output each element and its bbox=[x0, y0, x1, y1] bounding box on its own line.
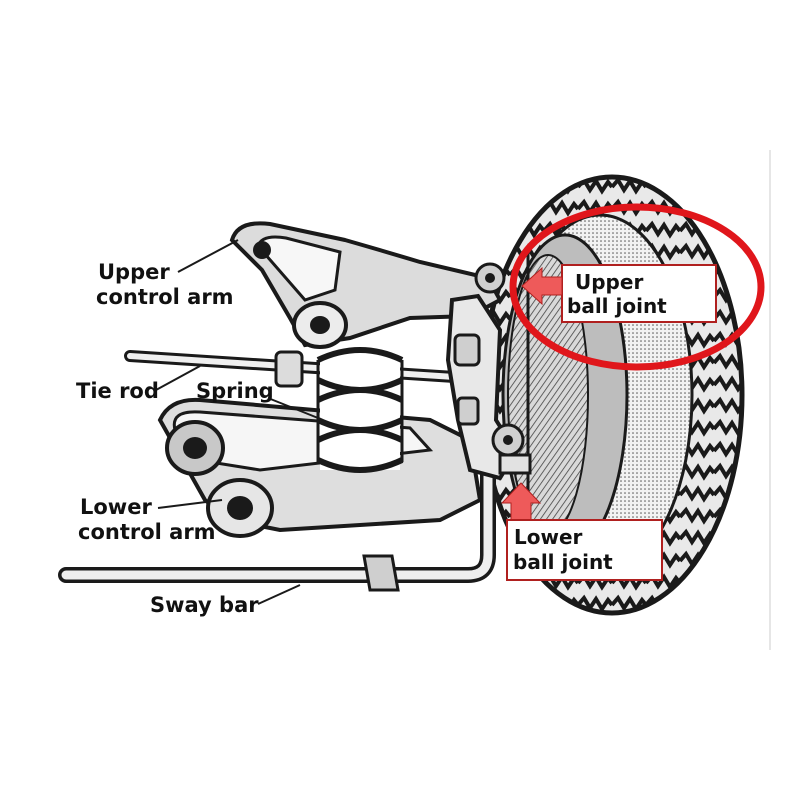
leader-sway-bar bbox=[257, 584, 301, 605]
lower-ball-joint-callout: Lower ball joint bbox=[500, 482, 663, 581]
upper-ball-joint-box bbox=[561, 264, 717, 323]
lower-ball-joint-box bbox=[506, 519, 663, 581]
leader-tie-rod bbox=[155, 365, 201, 391]
tie-rod bbox=[124, 350, 476, 388]
sway-bar bbox=[58, 417, 496, 592]
upper-ball-joint-part bbox=[474, 262, 506, 294]
upper-ball-joint-arrow bbox=[521, 266, 563, 306]
leader-lines bbox=[155, 239, 319, 605]
upper-control-arm bbox=[229, 221, 503, 349]
label-upper-ball-joint: Upper ball joint bbox=[567, 270, 667, 318]
coil-spring bbox=[316, 347, 404, 473]
upper-ball-joint-callout: Upper ball joint bbox=[509, 203, 765, 371]
label-upper-control-arm: Upper control arm bbox=[96, 260, 234, 309]
leader-lower-control-arm bbox=[157, 499, 223, 509]
label-sway-bar: Sway bar bbox=[150, 593, 259, 617]
label-lower-control-arm: Lower control arm bbox=[78, 495, 216, 544]
label-tie-rod: Tie rod bbox=[76, 379, 159, 403]
leader-spring bbox=[267, 397, 319, 419]
sway-bar-bracket bbox=[362, 554, 400, 592]
label-spring: Spring bbox=[196, 379, 274, 403]
lower-ball-joint-part bbox=[491, 423, 532, 475]
highlight-ellipse bbox=[509, 203, 765, 371]
leader-upper-control-arm bbox=[177, 239, 239, 273]
label-lower-ball-joint: Lower ball joint bbox=[513, 525, 613, 574]
